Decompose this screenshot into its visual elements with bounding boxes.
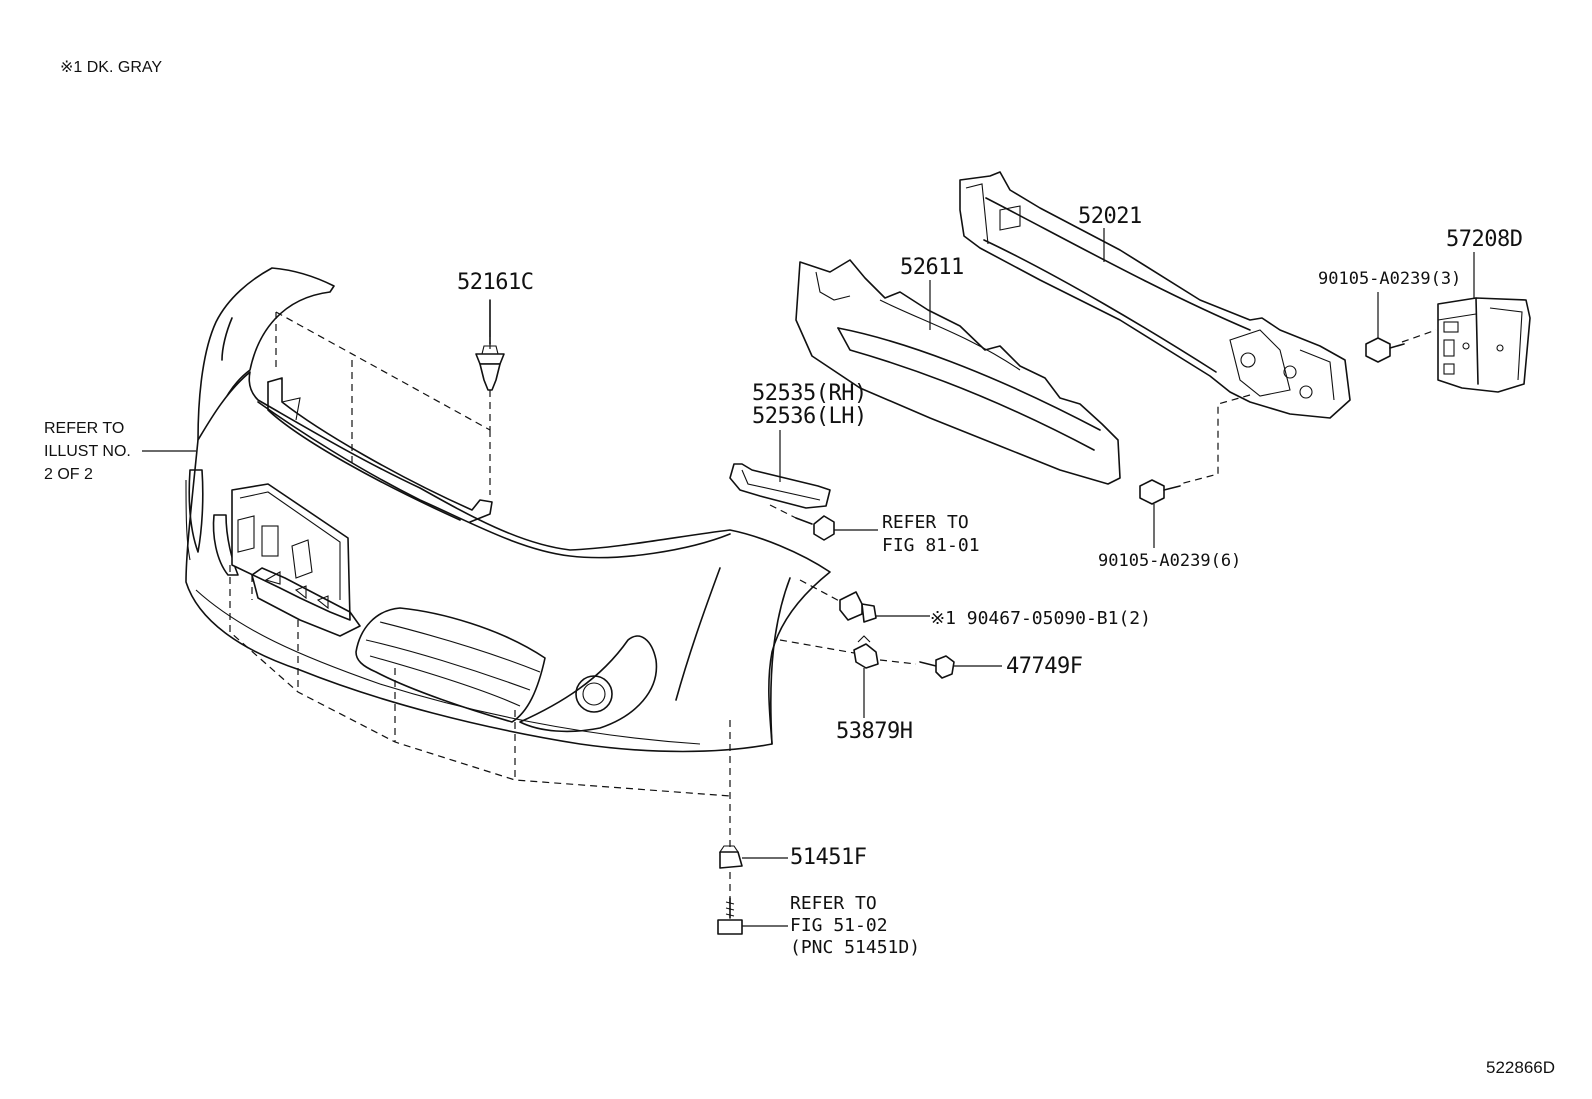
refer-fig-51-line-3[interactable]: (PNC 51451D): [790, 937, 921, 958]
color-note: ※1 DK. GRAY: [60, 59, 163, 76]
label-57208d[interactable]: 57208D: [1446, 227, 1523, 252]
retainer-52535-drawing: [729, 430, 831, 521]
bolt-90105-3-drawing: [1365, 292, 1405, 363]
refer-fig-51-line-2[interactable]: FIG 51-02: [790, 915, 888, 936]
label-52536-lh[interactable]: 52536(LH): [752, 404, 867, 429]
clip-52161c-drawing: [475, 299, 505, 391]
screw-fig81-drawing: [795, 515, 878, 541]
refer-fig-81-line-1[interactable]: REFER TO: [882, 512, 969, 533]
label-90467-05090-b1[interactable]: ※1 90467-05090-B1(2): [930, 608, 1151, 629]
label-52611[interactable]: 52611: [900, 255, 964, 280]
bumper-dashed-lines: [229, 311, 861, 910]
clip-90467-drawing: [839, 591, 930, 623]
bumper-cover-drawing: [185, 267, 831, 753]
refer-fig-51-line-1[interactable]: REFER TO: [790, 893, 877, 914]
label-52021[interactable]: 52021: [1078, 204, 1142, 229]
screw-47749f-drawing: [919, 655, 1002, 679]
nut-53879h-drawing: [853, 635, 917, 718]
label-47749f[interactable]: 47749F: [1006, 654, 1083, 679]
label-52535-rh[interactable]: 52535(RH): [752, 381, 867, 406]
reinforcement-52021-drawing: [959, 171, 1351, 485]
refer-illust-line-1: REFER TO: [44, 420, 125, 437]
clip-51451f-drawing: [718, 845, 788, 869]
bracket-57208d-drawing: [1401, 252, 1531, 393]
label-52161c[interactable]: 52161C: [457, 270, 534, 295]
absorber-52611-drawing: [795, 259, 1121, 485]
refer-illust-line-2: ILLUST NO.: [44, 443, 131, 460]
label-51451f[interactable]: 51451F: [790, 845, 867, 870]
label-90105-a0239-3[interactable]: 90105-A0239(3): [1318, 269, 1462, 289]
refer-fig-81-line-2[interactable]: FIG 81-01: [882, 535, 980, 556]
diagram-id: 522866D: [1486, 1058, 1556, 1077]
label-53879h[interactable]: 53879H: [836, 719, 913, 744]
bolt-90105-6-drawing: [1139, 479, 1181, 548]
bolt-fig51-drawing: [717, 897, 788, 935]
label-90105-a0239-6[interactable]: 90105-A0239(6): [1098, 551, 1242, 571]
refer-illust-line-3: 2 OF 2: [44, 466, 93, 483]
